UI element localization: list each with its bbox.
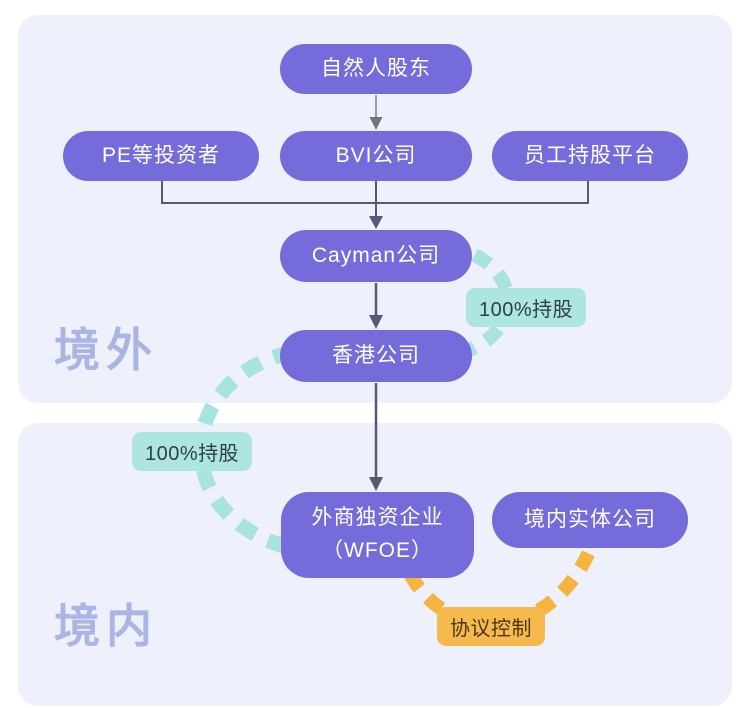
node-hongkong-company: 香港公司 [280,330,472,382]
arrow-cayman-to-hk [369,283,383,329]
arrow-natural-to-bvi [369,95,383,130]
node-natural-person-shareholders: 自然人股东 [280,44,472,94]
node-employee-stock-platform: 员工持股平台 [492,131,688,181]
node-label: 香港公司 [332,343,420,367]
arc-vie-control [403,547,597,631]
arrow-hk-to-wfoe [369,383,383,491]
section-label-onshore: 境内 [54,600,158,652]
node-cayman-company: Cayman公司 [280,230,472,282]
node-wfoe: 外商独资企业 （WFOE） [281,492,474,578]
connector-row2-to-cayman [161,181,589,229]
node-pe-investors: PE等投资者 [63,131,259,181]
node-domestic-entity-company: 境内实体公司 [492,492,688,548]
node-bvi-company: BVI公司 [280,131,472,181]
edge-label-vie-agreement-control: 协议控制 [437,607,545,646]
section-label-offshore: 境外 [54,324,158,376]
arc-holding-cayman-to-hk [444,239,515,363]
edge-label-100pct-holding-cross-border: 100%持股 [132,432,253,471]
node-label: 员工持股平台 [524,143,656,167]
edge-label-100pct-holding-offshore: 100%持股 [466,288,587,327]
node-label: PE等投资者 [101,143,220,167]
node-label: Cayman公司 [311,243,441,267]
node-label: BVI公司 [335,143,417,167]
node-label-line2: （WFOE） [322,539,433,562]
node-label: 境内实体公司 [524,507,656,531]
node-label: 自然人股东 [321,56,431,80]
node-label-line1: 外商独资企业 [311,506,444,530]
